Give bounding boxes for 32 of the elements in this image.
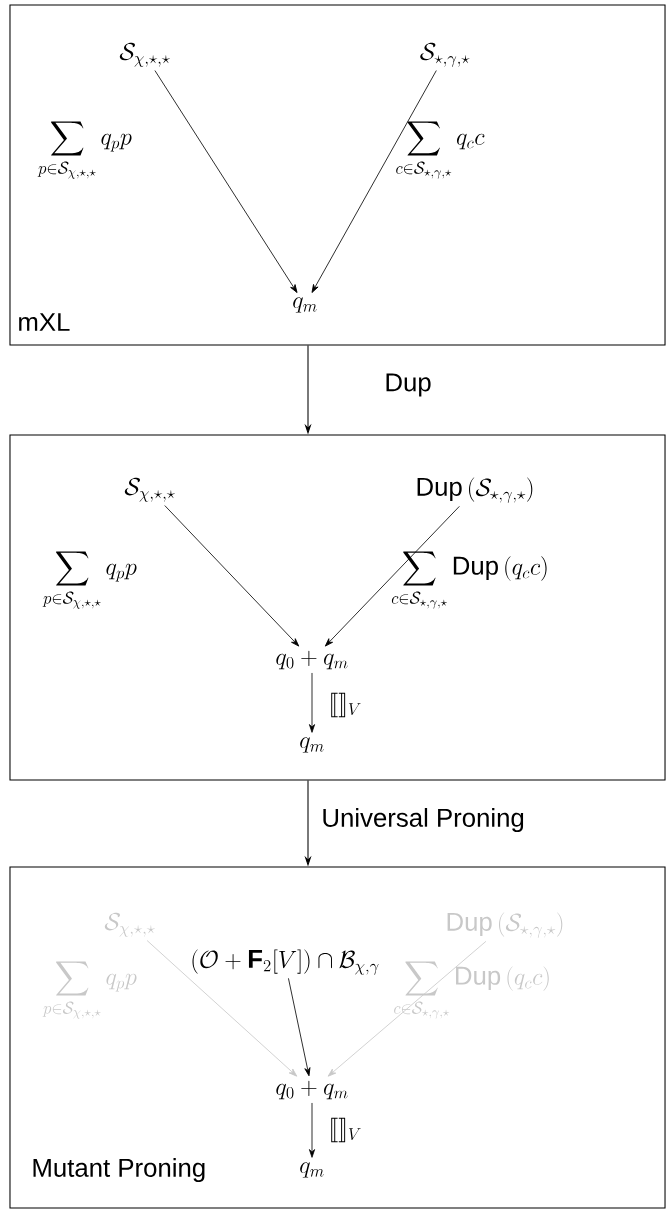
- edge-label: $\sum_{p\in\mathcal{S}_{\chi,\star,\star}} q_p p$: [37, 121, 132, 179]
- edge-label: $\sum_{c\in\mathcal{S}_{\star,\gamma,\star}} \textsf{Dup}\left(q_c c\right)$: [391, 551, 547, 609]
- arrow: [164, 505, 300, 647]
- math-expression: $\mathcal{S}_{\chi,\star,\star}$: [119, 42, 171, 67]
- arrow: [154, 70, 298, 293]
- panel-box: [9, 434, 666, 781]
- edge-label: $\sum_{p\in\mathcal{S}_{\chi,\star,\star}} q_p p$: [42, 551, 137, 609]
- panel-heading: mXL: [19, 313, 70, 331]
- panel-box: [9, 4, 666, 346]
- math-expression: $\mathcal{S}_{\chi,\star,\star}$: [124, 477, 176, 502]
- edge-label: $\sum_{c\in\mathcal{S}_{\star,\gamma,\star}} q_c c$: [396, 121, 485, 179]
- math-expression: $\mathcal{S}_{\star,\gamma,\star}$: [420, 42, 470, 68]
- arrow: [308, 672, 316, 733]
- panel-heading: Mutant Proning: [33, 1158, 205, 1182]
- math-expression: $\textsf{Dup}\left(\mathcal{S}_{\star,\gamma,\star}\right)$: [417, 477, 533, 503]
- math-expression: $q_0+q_m$: [276, 1080, 348, 1100]
- arrow: [146, 940, 298, 1077]
- math-expression: $q_0+q_m$: [276, 650, 348, 670]
- arrow: [288, 977, 311, 1077]
- math-expression: $q_m$: [293, 297, 317, 313]
- panel-box: [9, 866, 666, 1209]
- math-expression: $q_m$: [300, 1162, 324, 1178]
- math-expression: $q_m$: [300, 737, 324, 753]
- edge-label: $\llbracket\rrbracket_V$: [331, 692, 361, 718]
- edge-label: Universal Proning: [323, 808, 524, 832]
- edge-label: $\llbracket\rrbracket_V$: [331, 1117, 361, 1143]
- arrow: [308, 1102, 316, 1158]
- math-expression: $\left(\mathcal{O}+\mathbf{F}_2[V]\right)\cap\mathcal{B}_{\chi,\gamma}$: [192, 949, 379, 975]
- arrow: [311, 70, 437, 293]
- arrow: [324, 505, 460, 647]
- arrow: [327, 940, 487, 1077]
- edge-label: Dup: [386, 373, 431, 397]
